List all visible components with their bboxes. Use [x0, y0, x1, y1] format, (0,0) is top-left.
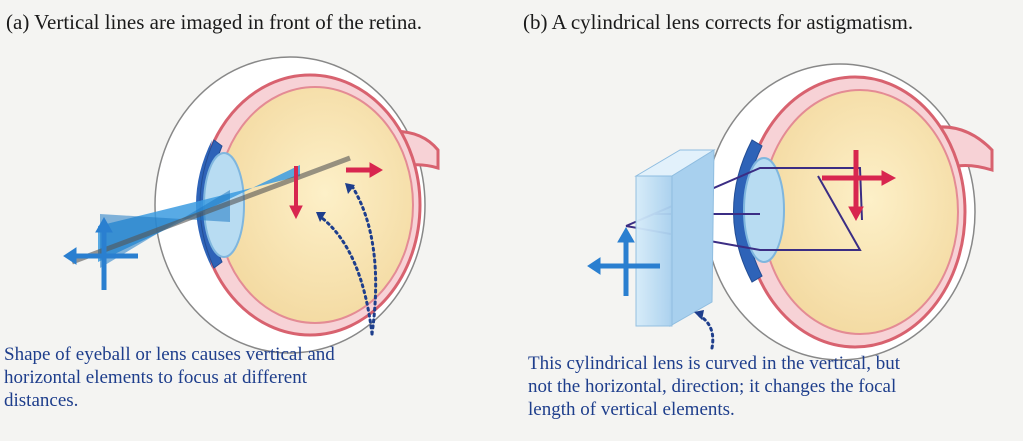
caption-a-line: horizontal elements to focus at differen… [4, 367, 308, 388]
eye-interior-a [216, 86, 414, 324]
object-arrow-a [63, 216, 138, 290]
pointer-dots-b [698, 314, 715, 350]
light-path-a [71, 155, 351, 268]
cylindrical-lens [634, 149, 716, 327]
pointer-head-b [694, 310, 704, 320]
image-arrow-b [822, 150, 897, 222]
pointer-dots-a [320, 184, 378, 336]
panel-a-caption: Shape of eyeball or lens causes vertical… [4, 343, 454, 412]
caption-b-line: length of vertical elements. [528, 399, 735, 420]
eye-b [704, 63, 994, 361]
object-arrow-b [587, 226, 660, 296]
caption-b-line: not the horizontal, direction; it change… [528, 376, 897, 397]
panel-b-caption: This cylindrical lens is curved in the v… [528, 352, 1020, 421]
eye-a [154, 56, 440, 354]
panel-b-title: (b) A cylindrical lens corrects for asti… [523, 10, 914, 34]
caption-a-line: distances. [4, 390, 79, 411]
caption-b-line: This cylindrical lens is curved in the v… [528, 353, 900, 374]
pointer-head-a2 [345, 183, 355, 194]
lens-b [743, 157, 785, 263]
gray-ray-a [71, 155, 351, 265]
pointer-head-a1 [316, 212, 326, 222]
panel-a-title: (a) Vertical lines are imaged in front o… [6, 10, 422, 34]
image-arrow-a [289, 162, 383, 220]
caption-a-line: Shape of eyeball or lens causes vertical… [4, 344, 335, 365]
